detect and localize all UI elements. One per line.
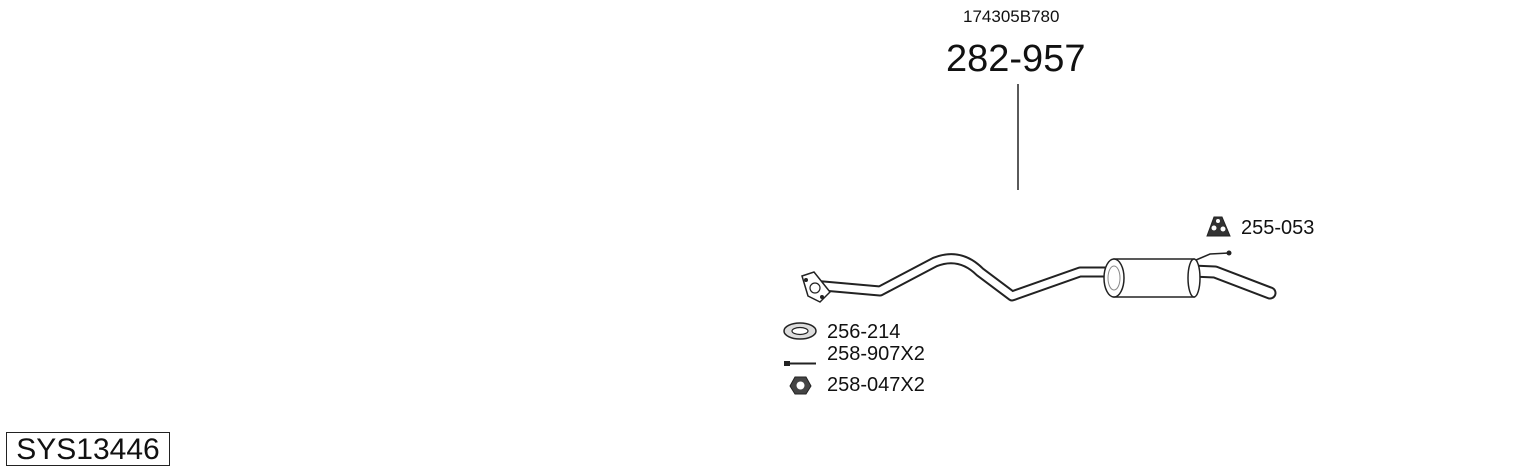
gasket-ring-icon bbox=[783, 322, 817, 340]
flange-icon bbox=[801, 271, 832, 303]
rubber-mount-icon bbox=[1206, 216, 1231, 237]
system-id-box: SYS13446 bbox=[6, 432, 170, 466]
part-label-rubber-mount: 255-053 bbox=[1241, 217, 1315, 239]
oem-number: 174305B780 bbox=[963, 7, 1060, 26]
silencer-icon bbox=[1103, 250, 1232, 298]
exhaust-pipe bbox=[806, 253, 1277, 302]
main-part-number: 282-957 bbox=[946, 38, 1086, 80]
bolt-icon bbox=[784, 361, 816, 366]
part-label-gasket: 256-214 bbox=[827, 321, 901, 343]
part-label-nut: 258-047X2 bbox=[827, 374, 925, 396]
part-label-bolt: 258-907X2 bbox=[827, 343, 925, 365]
nut-icon bbox=[789, 376, 812, 395]
